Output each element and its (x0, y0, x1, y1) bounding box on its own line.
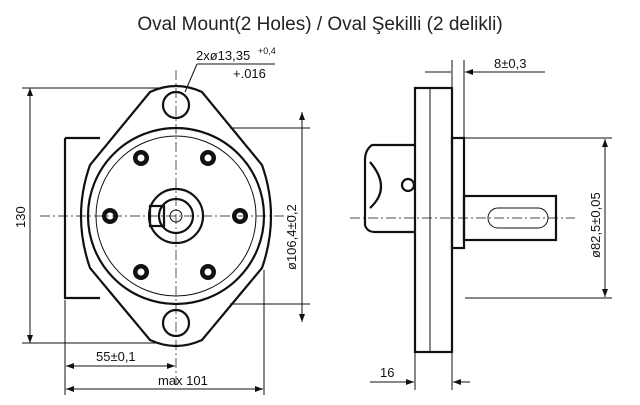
flange (413, 86, 454, 354)
dim-half-width: 55±0,1 (96, 349, 136, 364)
dim-height: 130 (13, 206, 28, 228)
dim-pitch-diameter: ø106,4±0,2 (284, 204, 299, 270)
drawing-title: Oval Mount(2 Holes) / Oval Şekilli (2 de… (137, 14, 503, 35)
dim-flange-offset: 8±0,3 (494, 56, 526, 71)
dim-hole-tol-lower: +.016 (233, 66, 266, 81)
front-view (40, 70, 290, 385)
dim-pilot-diameter: ø82,5±0,05 (588, 192, 603, 258)
side-view (350, 86, 575, 354)
dim-hole-tol-upper: +0,4 (258, 46, 276, 56)
bolt-holes (102, 150, 248, 280)
dim-hole: 2xø13,35 (196, 48, 250, 63)
pilot (450, 136, 466, 250)
dim-flange-thickness: 16 (380, 365, 394, 380)
dim-max-width: max 101 (158, 373, 208, 388)
oval-flange (79, 84, 273, 348)
